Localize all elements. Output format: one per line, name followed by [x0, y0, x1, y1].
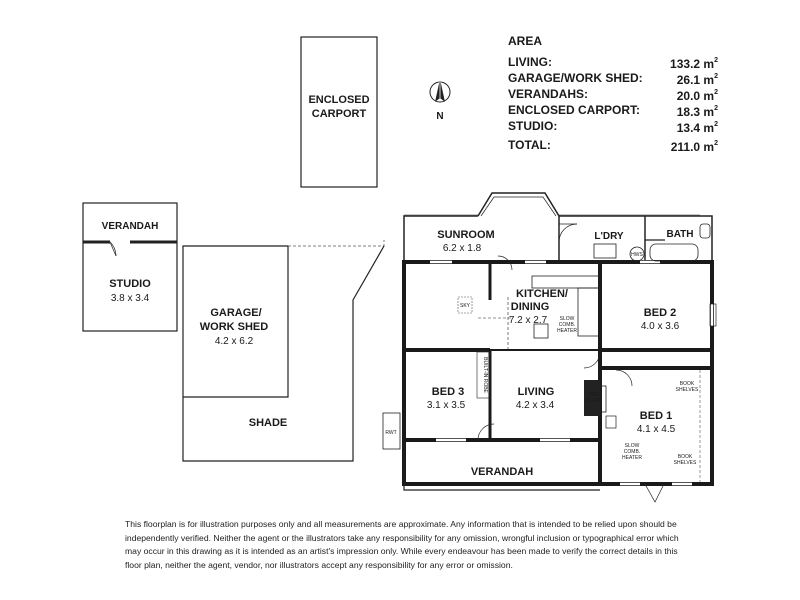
kitchen-label-2: DINING	[511, 301, 550, 313]
garage-size: 4.2 x 6.2	[215, 336, 254, 347]
bed1-size: 4.1 x 4.5	[637, 424, 676, 435]
studio-verandah-label: VERANDAH	[102, 221, 159, 232]
north-label: N	[436, 111, 443, 122]
bed1-heater-line-2: COMB.	[624, 449, 640, 455]
area-row-total: TOTAL: 211.0 m2	[508, 137, 718, 154]
area-total-label: TOTAL:	[508, 138, 551, 152]
area-heading: AREA	[508, 34, 543, 48]
disclaimer-text: This floorplan is for illustration purpo…	[125, 519, 679, 570]
fire-place-line-2: PLACE	[586, 398, 603, 404]
enclosed-carport-label-1: ENCLOSED	[308, 94, 369, 106]
area-row-value: 13.4 m2	[676, 121, 718, 135]
area-row-value: 18.3 m2	[676, 105, 718, 119]
garage-block: GARAGE/ WORK SHED 4.2 x 6.2 SHADE	[182, 240, 385, 462]
bed1-heater-line-1: SLOW	[625, 443, 640, 449]
laundry-label: L'DRY	[594, 231, 624, 242]
bed1-label: BED 1	[640, 410, 672, 422]
area-row-living: LIVING: 133.2 m2	[508, 54, 718, 71]
area-row-value: 26.1 m2	[676, 73, 718, 87]
area-row-value: 20.0 m2	[676, 89, 718, 103]
book-shelves-top-1: BOOK	[680, 381, 695, 387]
sunroom-size: 6.2 x 1.8	[443, 243, 482, 254]
area-row-carport: ENCLOSED CARPORT: 18.3 m2	[508, 102, 718, 119]
main-house	[402, 192, 717, 503]
garage-label-1: GARAGE/	[210, 307, 261, 319]
area-row-label: LIVING:	[508, 55, 552, 69]
area-row-studio: STUDIO: 13.4 m2	[508, 118, 718, 135]
area-row-label: ENCLOSED CARPORT:	[508, 103, 641, 117]
enclosed-carport-label-2: CARPORT	[312, 108, 367, 120]
area-row-label: VERANDAHS:	[508, 87, 589, 101]
book-shelves-top-2: SHELVES	[676, 387, 699, 393]
area-row-garage: GARAGE/WORK SHED: 26.1 m2	[508, 70, 718, 87]
bed3-label: BED 3	[432, 386, 464, 398]
area-row-label: STUDIO:	[508, 119, 558, 133]
sky-label: SKY	[460, 303, 471, 309]
kitchen-heater-line-1: SLOW	[560, 316, 575, 322]
kitchen-heater-line-3: HEATER	[557, 328, 577, 334]
verandah-main-label: VERANDAH	[471, 466, 533, 478]
area-row-label: GARAGE/WORK SHED:	[508, 71, 643, 85]
book-shelves-bottom-2: SHELVES	[674, 460, 697, 466]
bath-label: BATH	[666, 229, 693, 240]
area-row-verandahs: VERANDAHS: 20.0 m2	[508, 86, 718, 103]
kitchen-label-1: KITCHEN/	[516, 288, 568, 300]
studio-size: 3.8 x 3.4	[111, 293, 150, 304]
enclosed-carport: ENCLOSED CARPORT	[300, 36, 378, 188]
studio-block: VERANDAH STUDIO 3.8 x 3.4	[82, 202, 178, 332]
built-in-robe-label: BUILT-IN ROBE	[482, 357, 488, 393]
kitchen-heater-line-2: COMB.	[559, 322, 575, 328]
area-total-value: 211.0 m2	[670, 140, 718, 154]
garage-label-2: WORK SHED	[200, 321, 269, 333]
shade-label: SHADE	[249, 417, 288, 429]
north-arrow-icon: N	[429, 79, 451, 122]
living-size: 4.2 x 3.4	[516, 400, 555, 411]
floor-plan: ENCLOSED CARPORT N VERANDAH STUDIO 3.8 x…	[82, 36, 717, 503]
bed2-label: BED 2	[644, 307, 676, 319]
rwt-label: RWT	[385, 430, 396, 436]
bed1-heater-line-3: HEATER	[622, 455, 642, 461]
area-table: AREA LIVING: 133.2 m2 GARAGE/WORK SHED: …	[508, 34, 718, 154]
area-row-value: 133.2 m2	[670, 57, 718, 71]
fire-place-line-1: FIRE	[588, 392, 600, 398]
sunroom-label: SUNROOM	[437, 229, 494, 241]
hws-label: HWS	[631, 252, 643, 258]
bed2-size: 4.0 x 3.6	[641, 321, 680, 332]
living-label: LIVING	[518, 386, 555, 398]
bed3-size: 3.1 x 3.5	[427, 400, 466, 411]
rainwater-tank: RWT	[382, 412, 401, 450]
studio-label: STUDIO	[109, 278, 151, 290]
kitchen-size: 7.2 x 2.7	[509, 315, 548, 326]
book-shelves-bottom-1: BOOK	[678, 454, 693, 460]
